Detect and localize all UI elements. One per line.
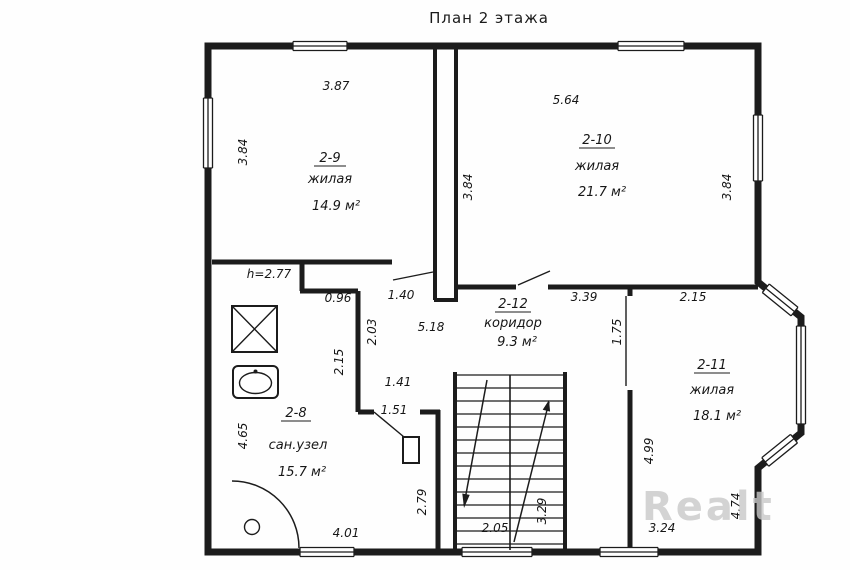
room-labels: 2-9 жилая 14.9 м² 2-10 жилая 21.7 м² 2-1… [269, 133, 741, 480]
stair-arrow-up-head [542, 400, 551, 412]
room-label-2-12: 2-12 коридор 9.3 м² [484, 297, 542, 350]
dim-3-24: 3.24 [649, 521, 676, 535]
room-label-2-9: 2-9 жилая 14.9 м² [307, 151, 360, 214]
room-number: 2-9 [319, 151, 340, 166]
door-leaves [373, 270, 627, 438]
room-area: 15.7 м² [278, 465, 326, 480]
dim-2-03: 2.03 [365, 319, 379, 346]
room-type: жилая [689, 383, 734, 398]
room-type: жилая [574, 159, 619, 174]
dim-2-05: 2.05 [482, 521, 509, 535]
dim-1-51: 1.51 [381, 403, 408, 417]
radiator-symbol [402, 436, 420, 464]
bathroom-fixtures [231, 305, 420, 549]
window-left [202, 97, 214, 169]
dim-3-29: 3.29 [535, 498, 549, 525]
room-type: коридор [484, 316, 542, 331]
dim-3-84-right: 3.84 [720, 174, 734, 201]
window-bottom-left [299, 546, 355, 558]
room-area: 9.3 м² [497, 335, 537, 350]
plan-title: План 2 этажа [429, 9, 549, 27]
dim-4-65: 4.65 [236, 423, 250, 450]
stair-arrow-up [513, 401, 550, 543]
dim-0-96: 0.96 [325, 291, 352, 305]
shaft-walls [433, 46, 458, 302]
dim-1-75: 1.75 [610, 319, 624, 346]
toilet-symbol [243, 518, 261, 536]
dim-5-64: 5.64 [553, 93, 580, 107]
room-number: 2-8 [285, 406, 306, 421]
dimensions-horizontal: 3.87 5.64 h=2.77 0.96 1.40 3.39 2.15 5.1… [247, 79, 707, 540]
window-right [752, 114, 764, 182]
dim-2-15-top: 2.15 [680, 290, 707, 304]
dim-1-41: 1.41 [385, 375, 412, 389]
room-number: 2-12 [498, 297, 528, 312]
dim-4-74: 4.74 [729, 493, 743, 520]
shower-arc [231, 480, 300, 549]
bay-window-lower [761, 433, 798, 467]
dim-3-84-left: 3.84 [236, 139, 250, 166]
room-number-underlines [281, 147, 730, 422]
room-area: 21.7 м² [578, 185, 626, 200]
room-area: 18.1 м² [693, 409, 741, 424]
window-bottom-right [599, 546, 659, 558]
room-number: 2-10 [582, 133, 612, 148]
vent-shaft [231, 305, 278, 353]
room-label-2-8: 2-8 сан.узел 15.7 м² [269, 406, 328, 480]
dim-3-87: 3.87 [323, 79, 350, 93]
stair-arrow-down-head [462, 493, 470, 508]
room-number: 2-11 [697, 358, 727, 373]
stair-walls [453, 372, 567, 552]
window-bottom-middle [461, 546, 533, 558]
stair-arrow-down [463, 379, 488, 506]
dim-4-01: 4.01 [333, 526, 360, 540]
dim-3-39: 3.39 [571, 290, 598, 304]
dim-ceiling-height: h=2.77 [247, 267, 292, 281]
interior-walls [212, 259, 758, 552]
staircase [457, 374, 563, 550]
bay-window-upper [761, 283, 799, 317]
dimensions-vertical: 3.84 3.84 3.84 2.03 2.15 1.75 4.65 4.99 … [236, 139, 743, 525]
room-area: 14.9 м² [312, 199, 360, 214]
room-type: жилая [307, 172, 352, 187]
washbasin [232, 365, 279, 399]
realt-watermark: Realt [642, 484, 775, 530]
dim-2-15-left: 2.15 [332, 349, 346, 376]
dim-1-40: 1.40 [388, 288, 415, 302]
room-label-2-10: 2-10 жилая 21.7 м² [574, 133, 626, 200]
dim-2-79: 2.79 [415, 489, 429, 516]
bay-window-middle [795, 325, 807, 425]
room-type: сан.узел [269, 438, 328, 453]
dim-5-18: 5.18 [418, 320, 445, 334]
dim-4-99: 4.99 [642, 438, 656, 465]
window-top-right [617, 40, 685, 52]
window-top-left [292, 40, 348, 52]
room-label-2-11: 2-11 жилая 18.1 м² [689, 358, 741, 424]
dim-3-84-mid: 3.84 [461, 174, 475, 201]
